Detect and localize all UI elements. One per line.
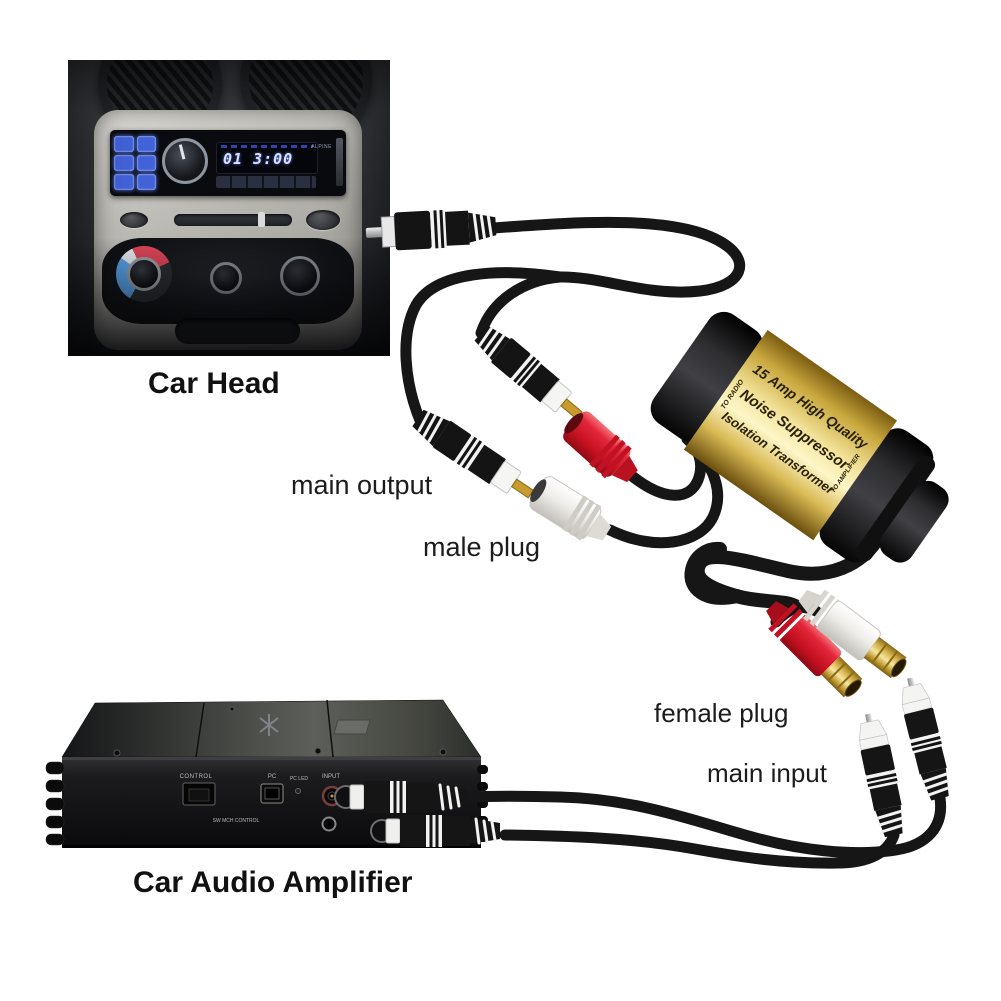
amp-top-plate [333, 719, 371, 735]
plug-pin [365, 227, 386, 238]
label-female-plug: female plug [654, 698, 789, 728]
amp-pc-led [295, 788, 301, 794]
rca-plug-main-output [365, 209, 497, 251]
device-gold-label [683, 329, 898, 541]
label-main-input: main input [707, 758, 827, 788]
female-jack-red-output [766, 601, 863, 698]
rca-plug-male-lower [412, 409, 534, 499]
amp-port-label-control: CONTROL [180, 774, 213, 780]
car-audio-amplifier: CONTROL PC PC LED INPUT SW MCH CONTROL [45, 699, 488, 848]
device-right-cap [819, 428, 934, 563]
amp-sub-label: SW MCH CONTROL [213, 818, 260, 824]
amp-port-label-pc: PC [268, 774, 277, 780]
rca-plug-male-upper [474, 325, 583, 420]
main-output-cables [400, 216, 745, 429]
amp-top-face [61, 699, 482, 758]
female-jack-white-output [798, 589, 907, 679]
noise-suppressor-device: 15 Amp High Quality Noise Suppressor Iso… [650, 311, 949, 563]
female-jack-white-input [529, 476, 612, 541]
rca-plug-main-input-left [858, 713, 904, 838]
label-car-audio-amplifier: Car Audio Amplifier [133, 866, 413, 899]
main-input-cables [456, 790, 947, 869]
label-male-plug: male plug [423, 532, 541, 562]
amp-plug-lower [370, 815, 500, 847]
amp-heatsink-fins-left [45, 761, 65, 846]
label-main-output: main output [291, 470, 433, 500]
female-jack-red-input [563, 411, 638, 483]
amp-ports: CONTROL PC PC LED INPUT SW MCH CONTROL [180, 774, 343, 832]
amp-logo [259, 714, 279, 736]
rca-plug-main-input-right [901, 677, 950, 801]
amp-port-label-pcled: PC LED [290, 776, 308, 782]
amp-plug-upper [334, 781, 466, 813]
label-car-head: Car Head [148, 367, 280, 400]
amp-port-label-input: INPUT [322, 774, 340, 780]
device-left-cap [650, 311, 764, 442]
